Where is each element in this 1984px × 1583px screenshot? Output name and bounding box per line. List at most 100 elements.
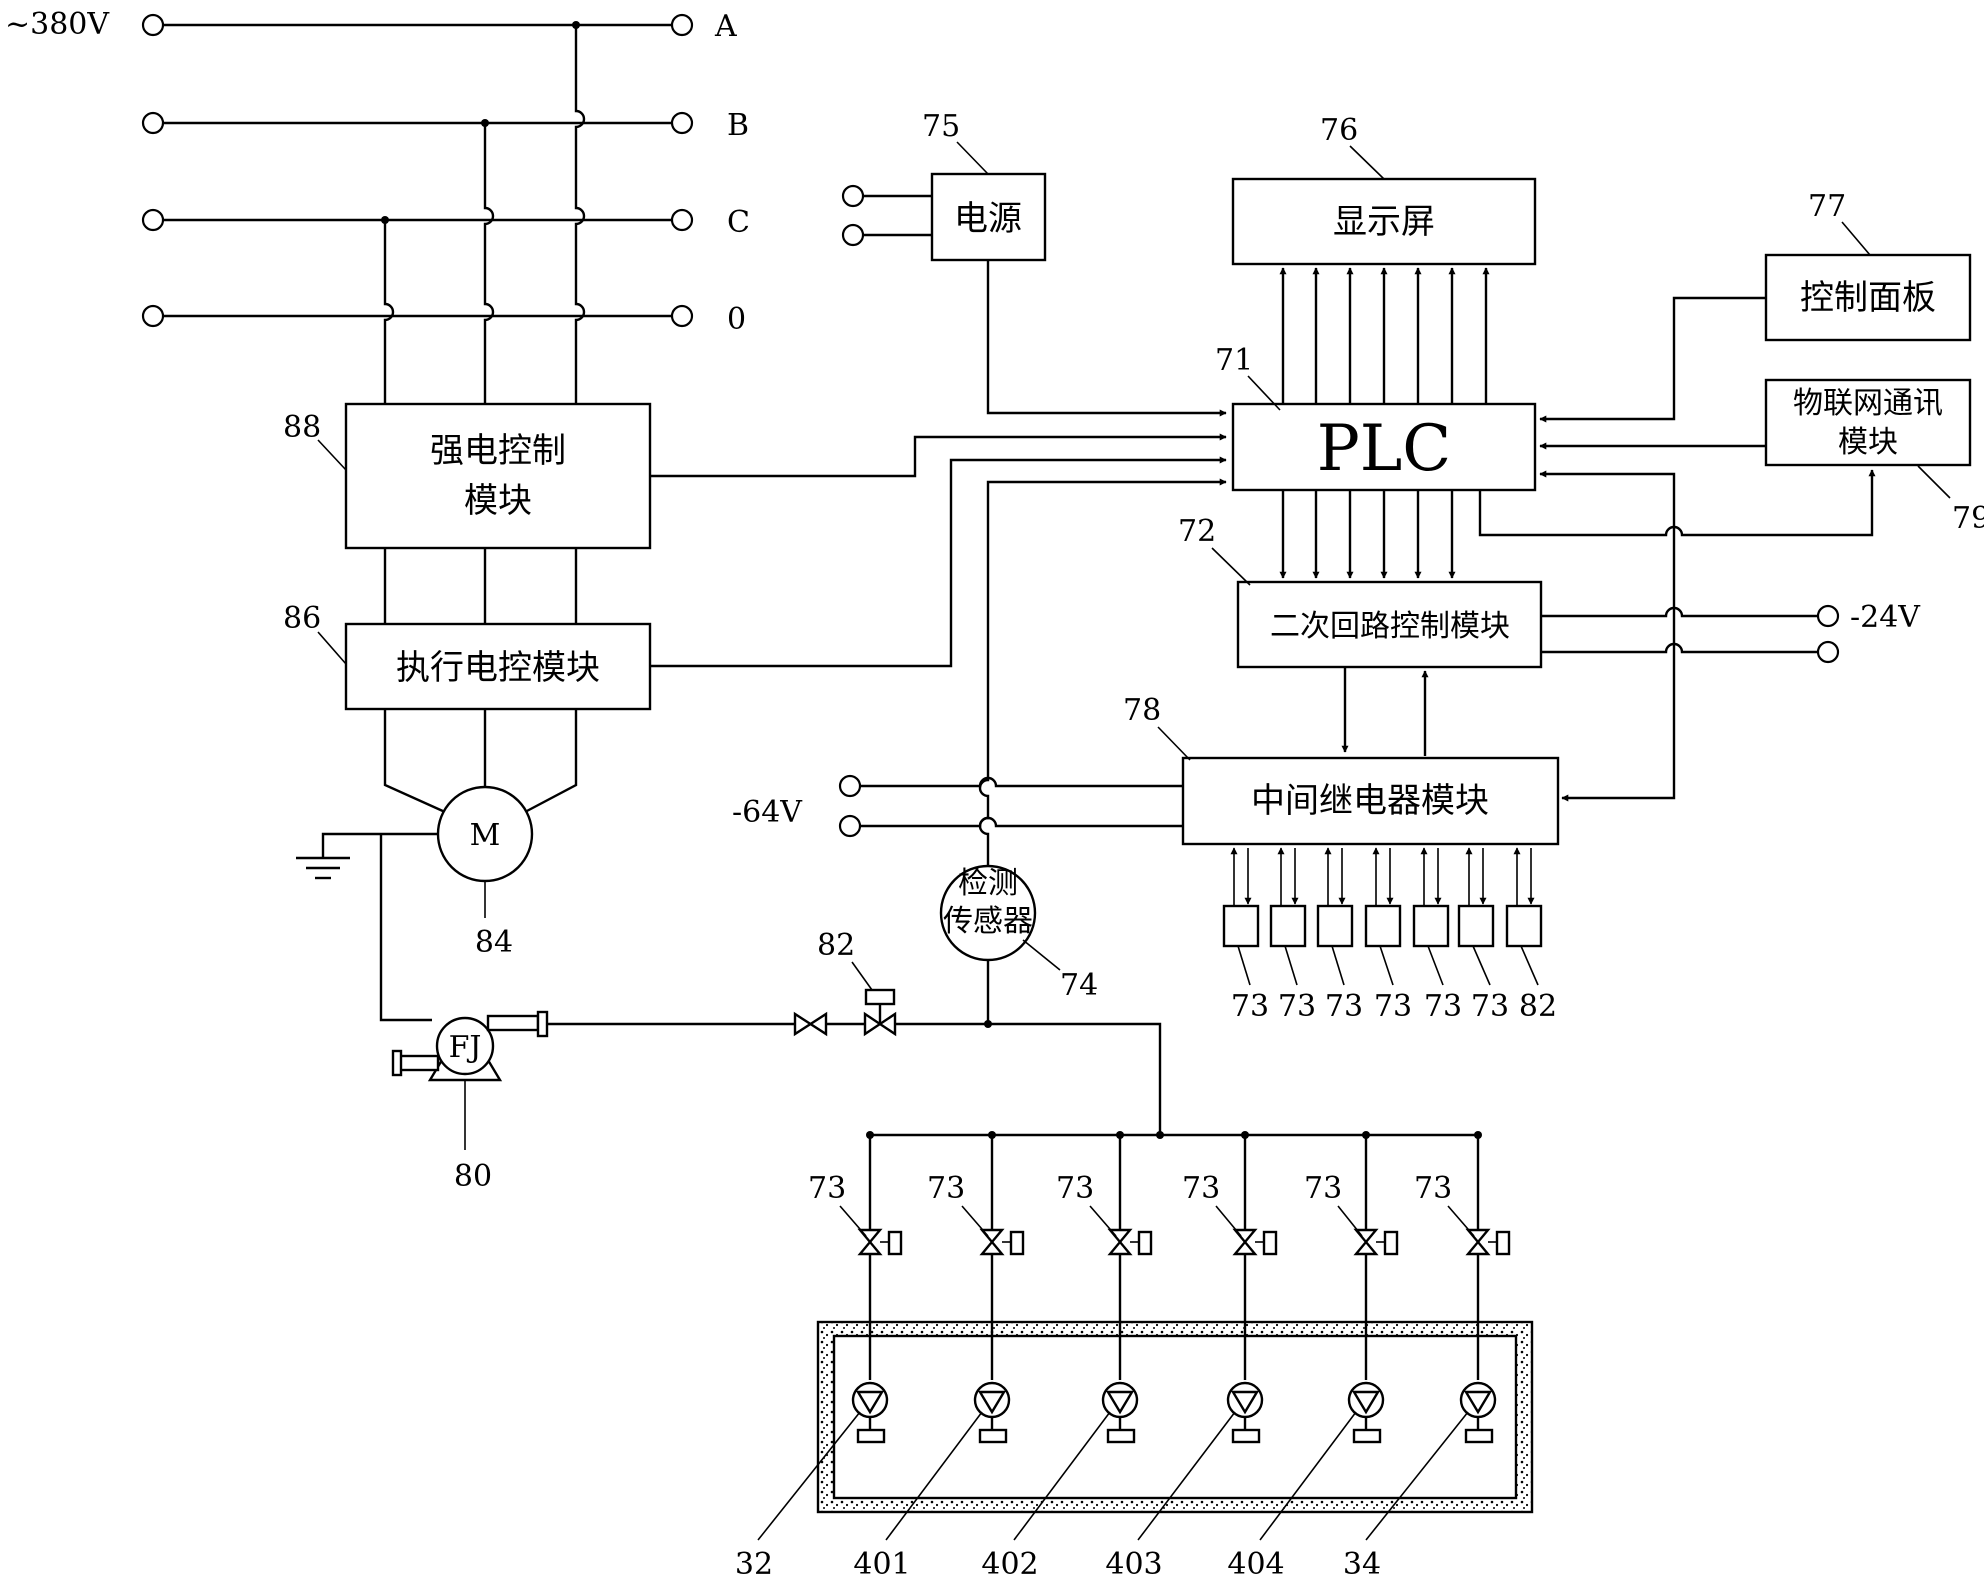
supply-voltage-label: ~380V	[5, 7, 110, 42]
fan-label: FJ	[449, 1030, 482, 1065]
nozzle-icon	[1105, 1390, 1135, 1415]
branch-valve-label: 73	[1304, 1171, 1342, 1206]
detection-sensor: 检测 传感器 74	[939, 478, 1227, 1024]
branch-valve-label: 73	[927, 1171, 965, 1206]
branch-valve-label: 73	[1056, 1171, 1094, 1206]
ref-74: 74	[1060, 968, 1098, 1003]
nozzle-icon	[977, 1390, 1007, 1415]
iot-label-1: 物联网通讯	[1793, 386, 1943, 421]
main-air-pipe: 82	[547, 928, 1162, 1135]
manual-valve-icon	[793, 1011, 828, 1037]
terminal-right-a	[670, 13, 694, 37]
relay-output-label: 73	[1231, 989, 1269, 1024]
relay-output-7: 82	[1505, 847, 1557, 1024]
nozzle-label: 403	[1105, 1547, 1162, 1582]
ref-77: 77	[1808, 189, 1846, 224]
relay-output-4: 73	[1364, 847, 1412, 1024]
ref-75: 75	[922, 109, 960, 144]
ref-78: 78	[1123, 693, 1161, 728]
relay-output-1: 73	[1222, 847, 1269, 1024]
secondary-loop-label: 二次回路控制模块	[1270, 609, 1510, 644]
branch-valve-label: 73	[1414, 1171, 1452, 1206]
secondary-loop-module: 二次回路控制模块 72 -24V	[1178, 514, 1921, 669]
phase-label-0: 0	[727, 302, 746, 337]
terminal-right-c	[670, 208, 694, 232]
power-label: 电源	[954, 199, 1022, 239]
branch-valve-icon	[1353, 1228, 1379, 1256]
ref-76: 76	[1320, 113, 1358, 148]
branch-1: 73 32	[735, 1135, 903, 1582]
sensor-label-2: 传感器	[943, 904, 1033, 939]
power-supply: 电源 75	[841, 109, 1227, 417]
iot-label-2: 模块	[1838, 425, 1898, 460]
phase-label-a: A	[714, 9, 737, 44]
relay-module: 中间继电器模块 78 -64V	[732, 693, 1560, 846]
ref-72: 72	[1178, 514, 1216, 549]
exec-control-label: 执行电控模块	[396, 648, 600, 688]
relay-output-2: 73	[1269, 847, 1316, 1024]
nozzle-label: 401	[853, 1547, 910, 1582]
branch-4: 73 403	[1105, 1135, 1278, 1582]
relay-module-label: 中间继电器模块	[1251, 781, 1489, 821]
distribution-manifold	[866, 1131, 1482, 1139]
phase-label-b: B	[727, 108, 749, 143]
strong-control-module: 强电控制 模块 88	[283, 402, 652, 550]
branch-2: 73 401	[853, 1135, 1025, 1582]
control-panel: 控制面板 77	[1539, 189, 1972, 423]
relay-output-5: 73	[1412, 847, 1462, 1024]
plc-display-bus	[1279, 267, 1490, 404]
fan: FJ 80	[391, 1010, 549, 1194]
relay-output-3: 73	[1316, 847, 1363, 1024]
terminal-left-b	[141, 111, 165, 135]
relay-output-label: 73	[1325, 989, 1363, 1024]
voltage-24v-label: -24V	[1850, 600, 1921, 635]
phase-label-c: C	[727, 205, 750, 240]
nozzle-icon	[1463, 1390, 1493, 1415]
nozzle-label: 32	[735, 1547, 773, 1582]
control-panel-label: 控制面板	[1800, 278, 1936, 318]
nozzle-icon	[1351, 1390, 1381, 1415]
relay-output-label: 73	[1374, 989, 1412, 1024]
branch-3: 73 402	[981, 1135, 1153, 1582]
nozzle-label: 402	[981, 1547, 1038, 1582]
strong-control-label-1: 强电控制	[430, 431, 566, 471]
terminal-right-b	[670, 111, 694, 135]
relay-output-label: 73	[1471, 989, 1509, 1024]
terminal-left-c	[141, 208, 165, 232]
relay-output-6: 73	[1457, 847, 1509, 1024]
nozzle-icon	[1230, 1390, 1260, 1415]
relay-output-label: 73	[1278, 989, 1316, 1024]
exec-control-module: 执行电控模块 86	[283, 601, 652, 711]
iot-module: 物联网通讯 模块 79	[1478, 378, 1984, 537]
terminal-left-0	[141, 304, 165, 328]
treatment-tank	[816, 1320, 1534, 1514]
nozzle-label: 404	[1227, 1547, 1284, 1582]
relay-output-label: 82	[1519, 989, 1557, 1024]
nozzle-icon	[855, 1390, 885, 1415]
ref-88: 88	[283, 410, 321, 445]
display-screen: 显示屏 76	[1231, 113, 1537, 266]
terminal-left-a	[141, 13, 165, 37]
ref-84: 84	[475, 925, 513, 960]
display-label: 显示屏	[1333, 202, 1435, 242]
sensor-label-1: 检测	[958, 866, 1018, 901]
strong-control-label-2: 模块	[464, 481, 532, 521]
terminal-right-0	[670, 304, 694, 328]
branch-5: 73 404	[1227, 1135, 1399, 1582]
branch-6: 73 34	[1343, 1135, 1511, 1582]
plc-secondary-bus	[1279, 490, 1456, 579]
ref-71: 71	[1215, 343, 1253, 378]
plc-label: PLC	[1317, 412, 1452, 486]
ref-82-valve: 82	[817, 928, 855, 963]
ref-79: 79	[1952, 501, 1984, 536]
voltage-64v-label: -64V	[732, 795, 803, 830]
branch-valve-label: 73	[808, 1171, 846, 1206]
motor-label: M	[470, 818, 501, 853]
nozzle-label: 34	[1343, 1547, 1381, 1582]
ref-86: 86	[283, 601, 321, 636]
three-phase-supply: ~380V A B C 0	[5, 7, 750, 404]
plc: PLC 71	[1215, 343, 1537, 492]
relay-outputs: 73 73 73 73 73	[1222, 847, 1557, 1024]
ref-80: 80	[454, 1159, 492, 1194]
